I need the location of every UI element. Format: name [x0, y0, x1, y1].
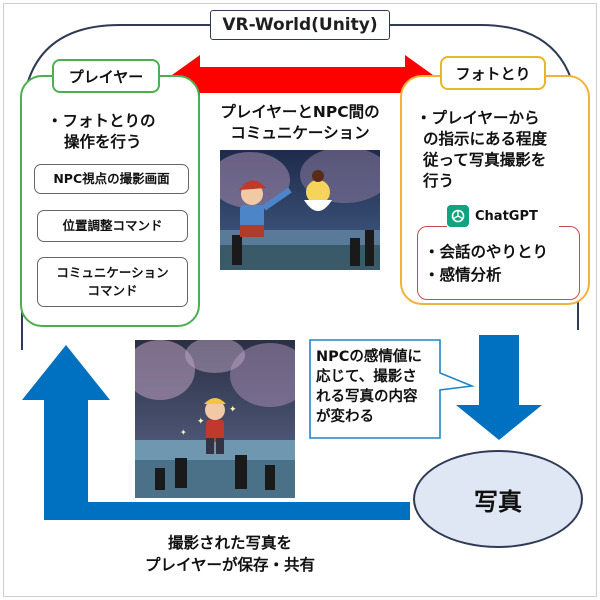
- outer-frame: [3, 3, 597, 597]
- blue-down-arrow: [456, 335, 542, 440]
- photographer-desc-line4: 行う: [423, 172, 455, 190]
- chatgpt-item-emotion: ・感情分析: [424, 266, 502, 284]
- command-position: 位置調整コマンド: [37, 210, 188, 242]
- player-label: プレイヤー: [52, 59, 160, 93]
- photographer-label: フォトとり: [440, 56, 546, 90]
- callout-line2: 応じて、撮影さ: [316, 369, 417, 385]
- photographer-desc-line3: 従って写真撮影を: [423, 151, 547, 169]
- command-communication: コミュニケーション コマンド: [37, 257, 188, 307]
- world-title: VR-World(Unity): [210, 10, 390, 40]
- chatgpt-header: ChatGPT: [447, 203, 559, 229]
- photo-scene-image: ✦ ✦ ✦: [135, 340, 295, 498]
- share-caption-line2: プレイヤーが保存・共有: [144, 556, 316, 574]
- communication-line2: コミュニケーション: [230, 124, 370, 142]
- command-communication-line1: コミュニケーション: [56, 265, 169, 280]
- communication-scene-image: [220, 150, 380, 270]
- svg-text:✦: ✦: [180, 428, 187, 437]
- communication-line1: プレイヤーとNPC間の: [220, 103, 380, 121]
- photo-node: 写真: [413, 450, 583, 548]
- callout-line3: れる写真の内容: [316, 389, 418, 405]
- callout-line4: が変わる: [316, 409, 374, 425]
- red-double-arrow: [165, 55, 440, 105]
- svg-text:✦: ✦: [229, 405, 237, 415]
- blue-return-arrow: [22, 345, 410, 520]
- svg-text:✦: ✦: [197, 417, 205, 427]
- chatgpt-logo-icon: [447, 205, 469, 227]
- player-desc-line2: 操作を行う: [64, 133, 142, 151]
- photographer-desc-line2: の指示にある程度: [423, 130, 548, 148]
- share-caption-line1: 撮影された写真を: [167, 534, 292, 552]
- player-desc-line1: ・フォトとりの: [47, 112, 156, 130]
- share-caption: 撮影された写真を プレイヤーが保存・共有: [110, 532, 350, 576]
- callout-line1: NPCの感情値に: [316, 349, 422, 365]
- chatgpt-box: [417, 226, 580, 300]
- chatgpt-knot-glyph: [451, 209, 465, 223]
- command-communication-line2: コマンド: [87, 283, 138, 298]
- communication-caption: プレイヤーとNPC間の コミュニケーション: [200, 102, 400, 144]
- command-npc-view: NPC視点の撮影画面: [34, 164, 189, 194]
- chatgpt-label: ChatGPT: [475, 208, 538, 224]
- photographer-desc-line1: ・プレイヤーから: [416, 109, 540, 127]
- chatgpt-item-conversation: ・会話のやりとり: [424, 243, 549, 261]
- callout-bubble: [309, 339, 476, 439]
